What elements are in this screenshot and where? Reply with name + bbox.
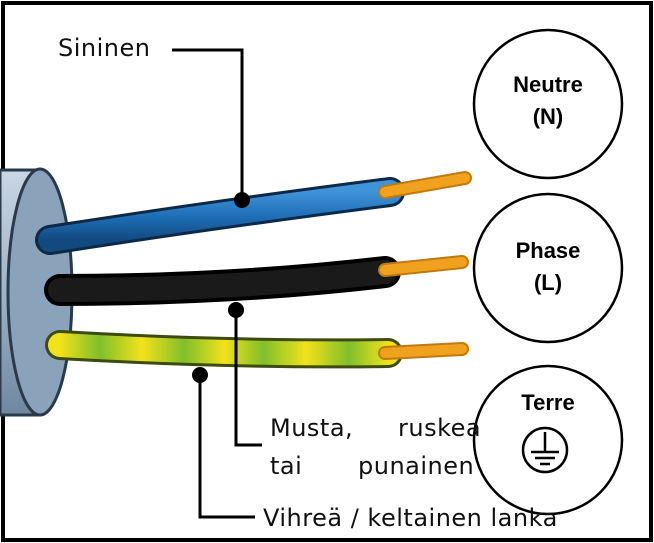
neutral-code: (N)	[533, 104, 564, 129]
black-wire-label-2b: punainen	[358, 452, 475, 480]
green-leader	[198, 375, 255, 519]
black-wire-label-2a: tai	[270, 452, 303, 480]
phase-name: Phase	[516, 238, 581, 263]
neutral-name: Neutre	[513, 72, 583, 97]
leader-lines	[172, 48, 262, 519]
black-wire-label-1b: ruskea	[398, 414, 482, 442]
black-leader	[234, 310, 262, 447]
earth-name: Terre	[521, 390, 574, 415]
ground-symbol-icon	[521, 426, 569, 474]
green-marker-dot	[192, 367, 208, 383]
black-marker-dot	[228, 302, 244, 318]
neutral-terminal	[472, 28, 624, 180]
earth-terminal-lower	[472, 439, 624, 516]
blue-wire-label: Sininen	[58, 34, 151, 62]
blue-leader	[172, 48, 244, 200]
green-wire-label: Vihreä / keltainen lanka	[263, 504, 558, 532]
phase-code: (L)	[534, 270, 562, 295]
phase-terminal	[472, 192, 624, 344]
green-yellow-wire	[45, 330, 469, 369]
black-wire-label-1a: Musta,	[270, 414, 354, 442]
earth-terminal	[472, 364, 624, 441]
blue-wire	[35, 171, 472, 255]
blue-marker-dot	[234, 192, 250, 208]
black-wire	[44, 255, 469, 306]
